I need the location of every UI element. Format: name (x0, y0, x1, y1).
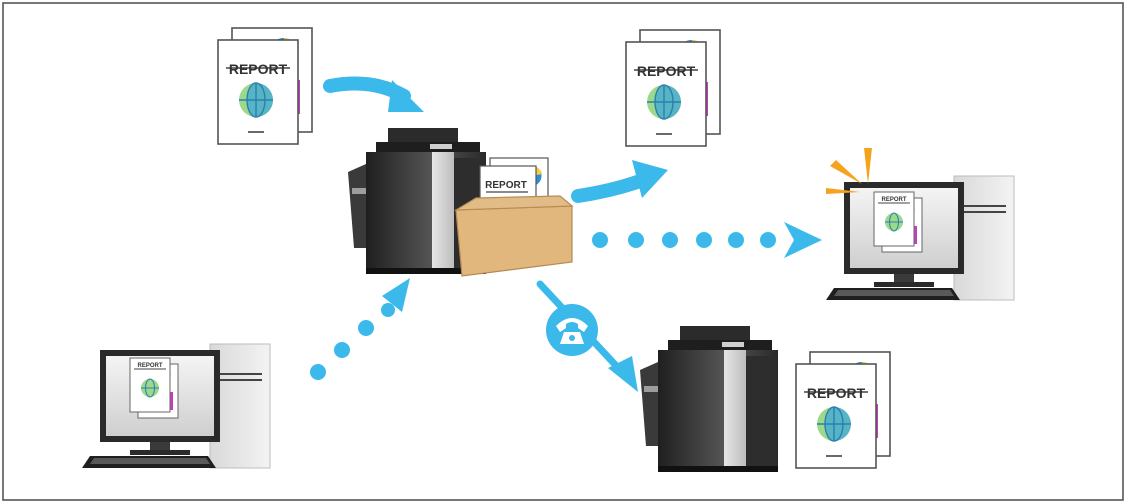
report-label: REPORT (485, 180, 527, 191)
network-send-dotted-arrow (592, 222, 822, 258)
telephone-fax-icon (546, 304, 598, 356)
report-document-icon: REPORT (217, 27, 313, 145)
report-document-icon: REPORT (625, 29, 721, 147)
report-label: REPORT (637, 63, 696, 79)
report-label: REPORT (137, 363, 162, 369)
report-label: REPORT (229, 61, 288, 77)
report-document-icon: REPORT (129, 357, 179, 419)
desktop-computer-icon: REPORT (81, 343, 271, 469)
desktop-computer-icon: REPORT (825, 148, 1015, 301)
notification-burst-icon (826, 148, 872, 194)
inbound-flow-arrow (323, 76, 424, 112)
print-flow-arrow (571, 160, 668, 203)
user-box-icon (453, 195, 574, 277)
report-label: REPORT (881, 197, 906, 203)
report-label: REPORT (807, 385, 866, 401)
pc-print-dotted-arrow (310, 278, 410, 380)
report-document-icon: REPORT (795, 351, 891, 469)
report-document-icon: REPORT (873, 191, 923, 253)
